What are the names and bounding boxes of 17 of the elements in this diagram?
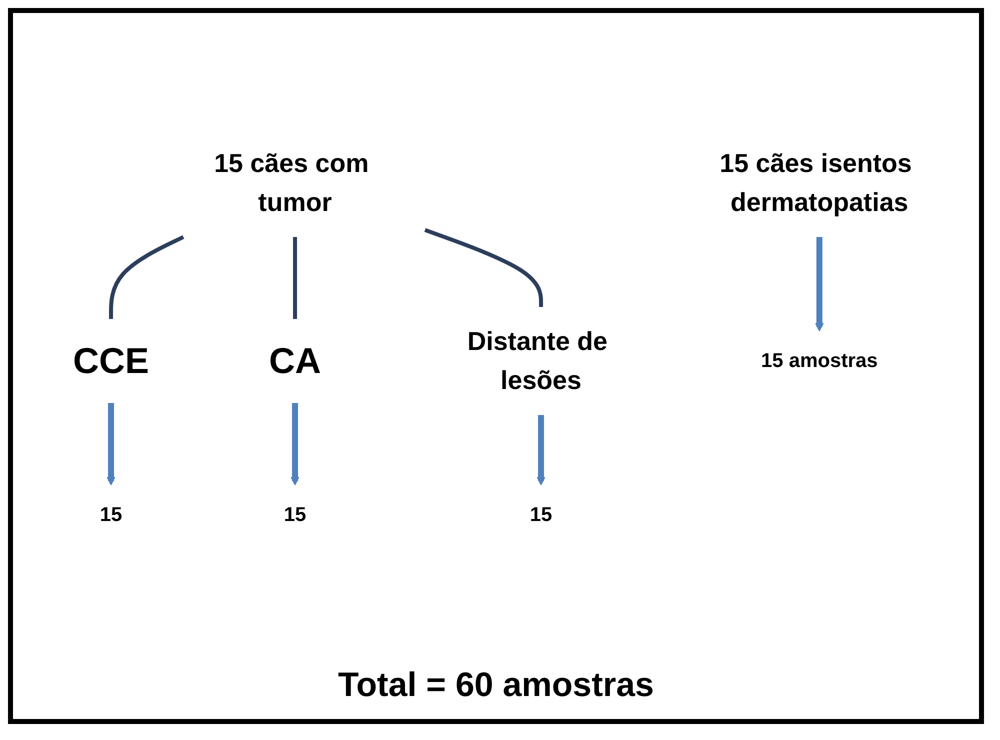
- node-text: 15: [284, 504, 306, 526]
- arrow: [290, 402, 300, 485]
- node-text: CCE: [72, 340, 149, 380]
- connector: [108, 234, 184, 318]
- node-text: Distante de lesões: [467, 326, 608, 394]
- connector: [424, 228, 543, 306]
- node-text: CA: [268, 340, 321, 380]
- connector: [292, 236, 297, 318]
- total-note: Total = 60 amostras: [338, 666, 654, 705]
- node-text: 15: [100, 504, 122, 526]
- arrow: [106, 402, 116, 485]
- arrow: [536, 414, 546, 485]
- node-text: 15 cães isentos dermatopatias: [719, 148, 912, 216]
- arrow: [814, 236, 824, 331]
- node-text: 15: [530, 504, 552, 526]
- node-text: 15 amostras: [760, 350, 878, 372]
- node-text: 15 cães com tumor: [214, 148, 369, 216]
